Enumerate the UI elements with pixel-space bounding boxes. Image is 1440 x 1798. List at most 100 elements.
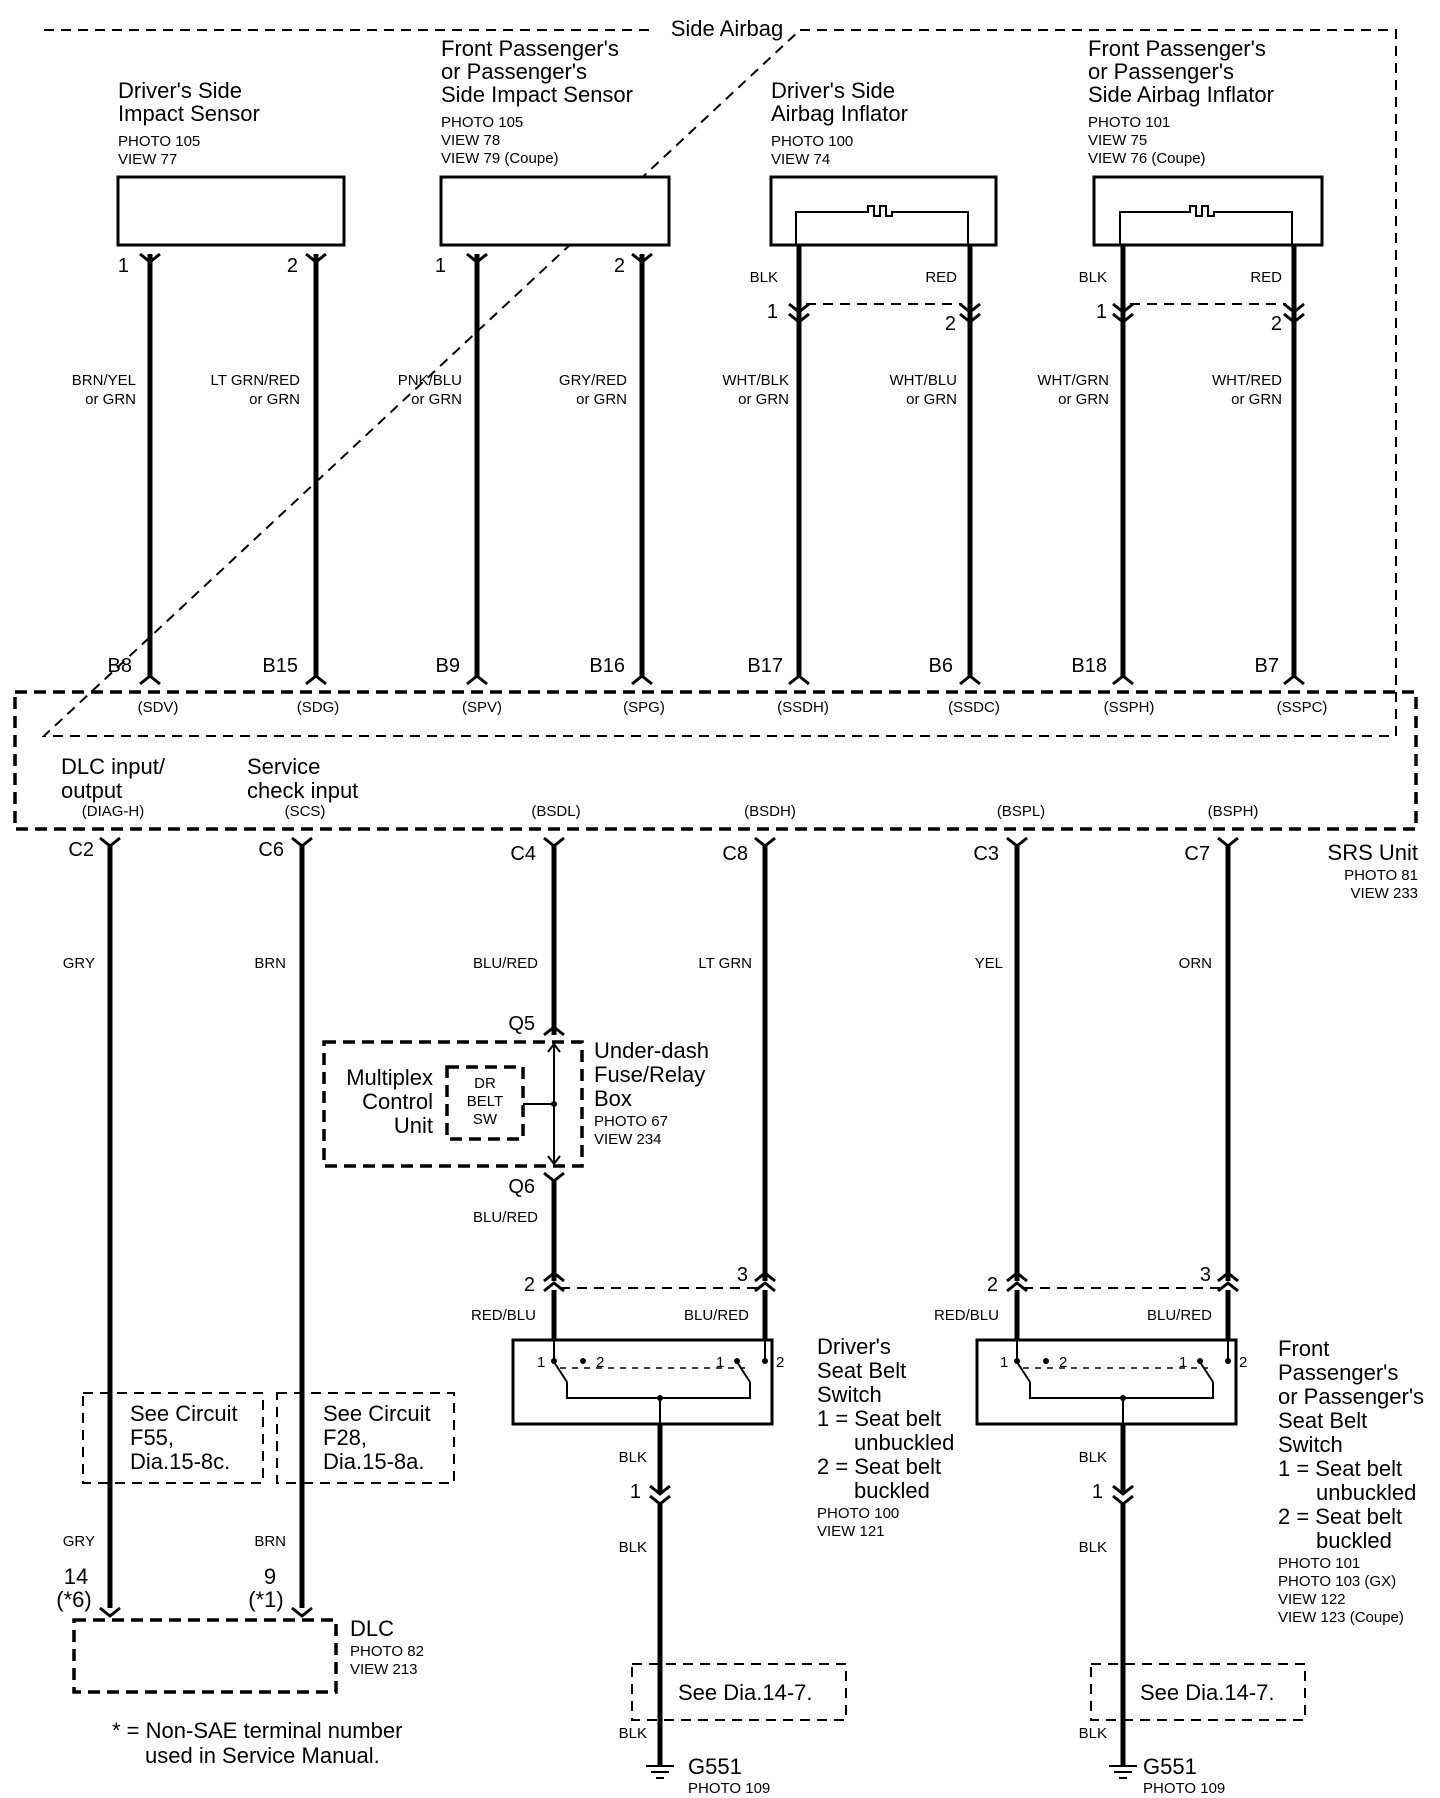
connector-female-icon xyxy=(1283,674,1305,686)
belt-switch-title: Switch xyxy=(817,1382,882,1407)
underdash-ref: PHOTO 67 xyxy=(594,1113,668,1130)
see-circuit-line: See Circuit xyxy=(323,1401,431,1426)
signal-name: (SSPH) xyxy=(1104,699,1155,716)
component-title-line: or Passenger's xyxy=(1088,59,1234,84)
lead-color: RED xyxy=(925,269,957,286)
lead-color: RED xyxy=(1250,269,1282,286)
switch-contact xyxy=(1225,1358,1231,1364)
component-ref: PHOTO 100 xyxy=(771,133,853,150)
switch-pos: 1 xyxy=(537,1354,545,1371)
connector-female-icon xyxy=(139,674,161,686)
signal-name: (SPG) xyxy=(623,699,665,716)
component-title-line: Airbag Inflator xyxy=(771,101,908,126)
ground-id: G551 xyxy=(1143,1754,1197,1779)
belt-switch-legend: 2 = Seat belt xyxy=(817,1454,941,1479)
component-ref: VIEW 79 (Coupe) xyxy=(441,150,559,167)
component-ref: PHOTO 101 xyxy=(1088,114,1170,131)
wire-color: or GRN xyxy=(411,391,462,408)
mcu-label: Control xyxy=(362,1089,433,1114)
see-circuit-line: F28, xyxy=(323,1425,367,1450)
component-ref: PHOTO 105 xyxy=(118,133,200,150)
side-airbag-region: Side Airbag xyxy=(41,16,1397,737)
component-title-line: Front Passenger's xyxy=(441,36,619,61)
wire-color: LT GRN/RED xyxy=(211,372,301,389)
pin-number: 1 xyxy=(1092,1481,1103,1503)
wire-color: BLK xyxy=(619,1449,647,1466)
passenger-seat-belt-switch: 2 3 RED/BLU BLU/RED 1 2 1 2 Front Passen… xyxy=(934,1264,1424,1797)
pin-number: 3 xyxy=(737,1264,748,1286)
see-circuit-line: Dia.15-8c. xyxy=(130,1449,230,1474)
junction-dot xyxy=(1120,1395,1126,1401)
switch-pos: 2 xyxy=(1239,1354,1247,1371)
srs-unit-ref: VIEW 233 xyxy=(1350,885,1418,902)
impact-sensor-box xyxy=(116,175,346,247)
driver-side-impact-sensor: Driver's Side Impact Sensor PHOTO 105 VI… xyxy=(116,78,346,247)
see-circuit-f28: See Circuit F28, Dia.15-8a. xyxy=(276,1390,455,1486)
signal-name: (BSDH) xyxy=(744,803,796,820)
connector-male-icon xyxy=(754,1271,776,1283)
connector-female-icon xyxy=(788,674,810,686)
terminal-id: B18 xyxy=(1071,655,1107,677)
signal-name: (SSDH) xyxy=(777,699,829,716)
upper-wire-ssdc: RED 2 WHT/BLU or GRN B6 (SSDC) xyxy=(890,245,1000,716)
srs-unit-title: SRS Unit xyxy=(1328,840,1418,865)
pin-number: 1 xyxy=(1096,301,1107,323)
belt-switch-ref: VIEW 121 xyxy=(817,1523,885,1540)
wire-color: or GRN xyxy=(1058,391,1109,408)
signal-name: (DIAG-H) xyxy=(82,803,145,820)
dlc-ref: VIEW 213 xyxy=(350,1661,418,1678)
wire-color: RED/BLU xyxy=(471,1307,536,1324)
underdash-ref: VIEW 234 xyxy=(594,1131,662,1148)
connector-female-icon xyxy=(99,1606,121,1618)
terminal-id: C7 xyxy=(1184,843,1210,865)
wire-color: BRN/YEL xyxy=(72,372,136,389)
wire-color: or GRN xyxy=(738,391,789,408)
see-dia-label: See Dia.14-7. xyxy=(678,1680,813,1705)
connector-male-icon xyxy=(649,1494,671,1506)
switch-arm xyxy=(1016,1361,1031,1383)
mcu-label: Multiplex xyxy=(346,1065,433,1090)
component-ref: PHOTO 105 xyxy=(441,114,523,131)
upper-wire-ssdh: BLK 1 WHT/BLK or GRN B17 (SSDH) xyxy=(722,245,829,716)
q-terminal: Q5 xyxy=(508,1013,535,1035)
wire-color: BLK xyxy=(1079,1539,1107,1556)
dlc-ref: PHOTO 82 xyxy=(350,1643,424,1660)
ground-id: G551 xyxy=(688,1754,742,1779)
connector-male-icon xyxy=(543,1025,565,1037)
connector-female-icon xyxy=(959,674,981,686)
ground-icon xyxy=(1109,1765,1137,1779)
terminal-id: C8 xyxy=(722,843,748,865)
belt-switch-ref: PHOTO 103 (GX) xyxy=(1278,1573,1396,1590)
pin-number: 1 xyxy=(767,301,778,323)
terminal-id: C6 xyxy=(258,839,284,861)
wire-color: BLK xyxy=(619,1539,647,1556)
see-circuit-line: F55, xyxy=(130,1425,174,1450)
connector-male-icon xyxy=(543,1271,565,1283)
belt-switch-box xyxy=(511,1338,774,1426)
switch-arm xyxy=(736,1361,751,1383)
lead-color: BLK xyxy=(1079,269,1107,286)
component-ref: VIEW 76 (Coupe) xyxy=(1088,150,1206,167)
upper-wire-sspc: RED 2 WHT/RED or GRN B7 (SSPC) xyxy=(1212,245,1327,716)
signal-name: (BSPH) xyxy=(1208,803,1259,820)
wire-color: YEL xyxy=(975,955,1003,972)
signal-name: (SDV) xyxy=(138,699,179,716)
lower-wire-bsdh: (BSDH) C8 LT GRN xyxy=(698,803,796,1281)
passenger-side-impact-sensor: Front Passenger's or Passenger's Side Im… xyxy=(439,36,671,247)
dlc-pin-number: (*6) xyxy=(56,1587,91,1612)
belt-switch-title: Passenger's xyxy=(1278,1360,1398,1385)
wire-color: ORN xyxy=(1179,955,1212,972)
connector-female-icon xyxy=(1112,1484,1134,1496)
terminal-id: B15 xyxy=(262,655,298,677)
lead-color: BLK xyxy=(750,269,778,286)
wire-color: BLU/RED xyxy=(473,955,538,972)
belt-switch-legend: 2 = Seat belt xyxy=(1278,1504,1402,1529)
dlc-pin-number: 14 xyxy=(64,1564,88,1589)
belt-switch-ref: VIEW 122 xyxy=(1278,1591,1346,1608)
wire-color: BLK xyxy=(1079,1449,1107,1466)
belt-switch-legend: 1 = Seat belt xyxy=(1278,1456,1402,1481)
inflator-element-icon xyxy=(1119,205,1293,245)
dlc-box xyxy=(72,1618,338,1694)
service-check-label: Service xyxy=(247,754,320,779)
wire-color: or GRN xyxy=(906,391,957,408)
